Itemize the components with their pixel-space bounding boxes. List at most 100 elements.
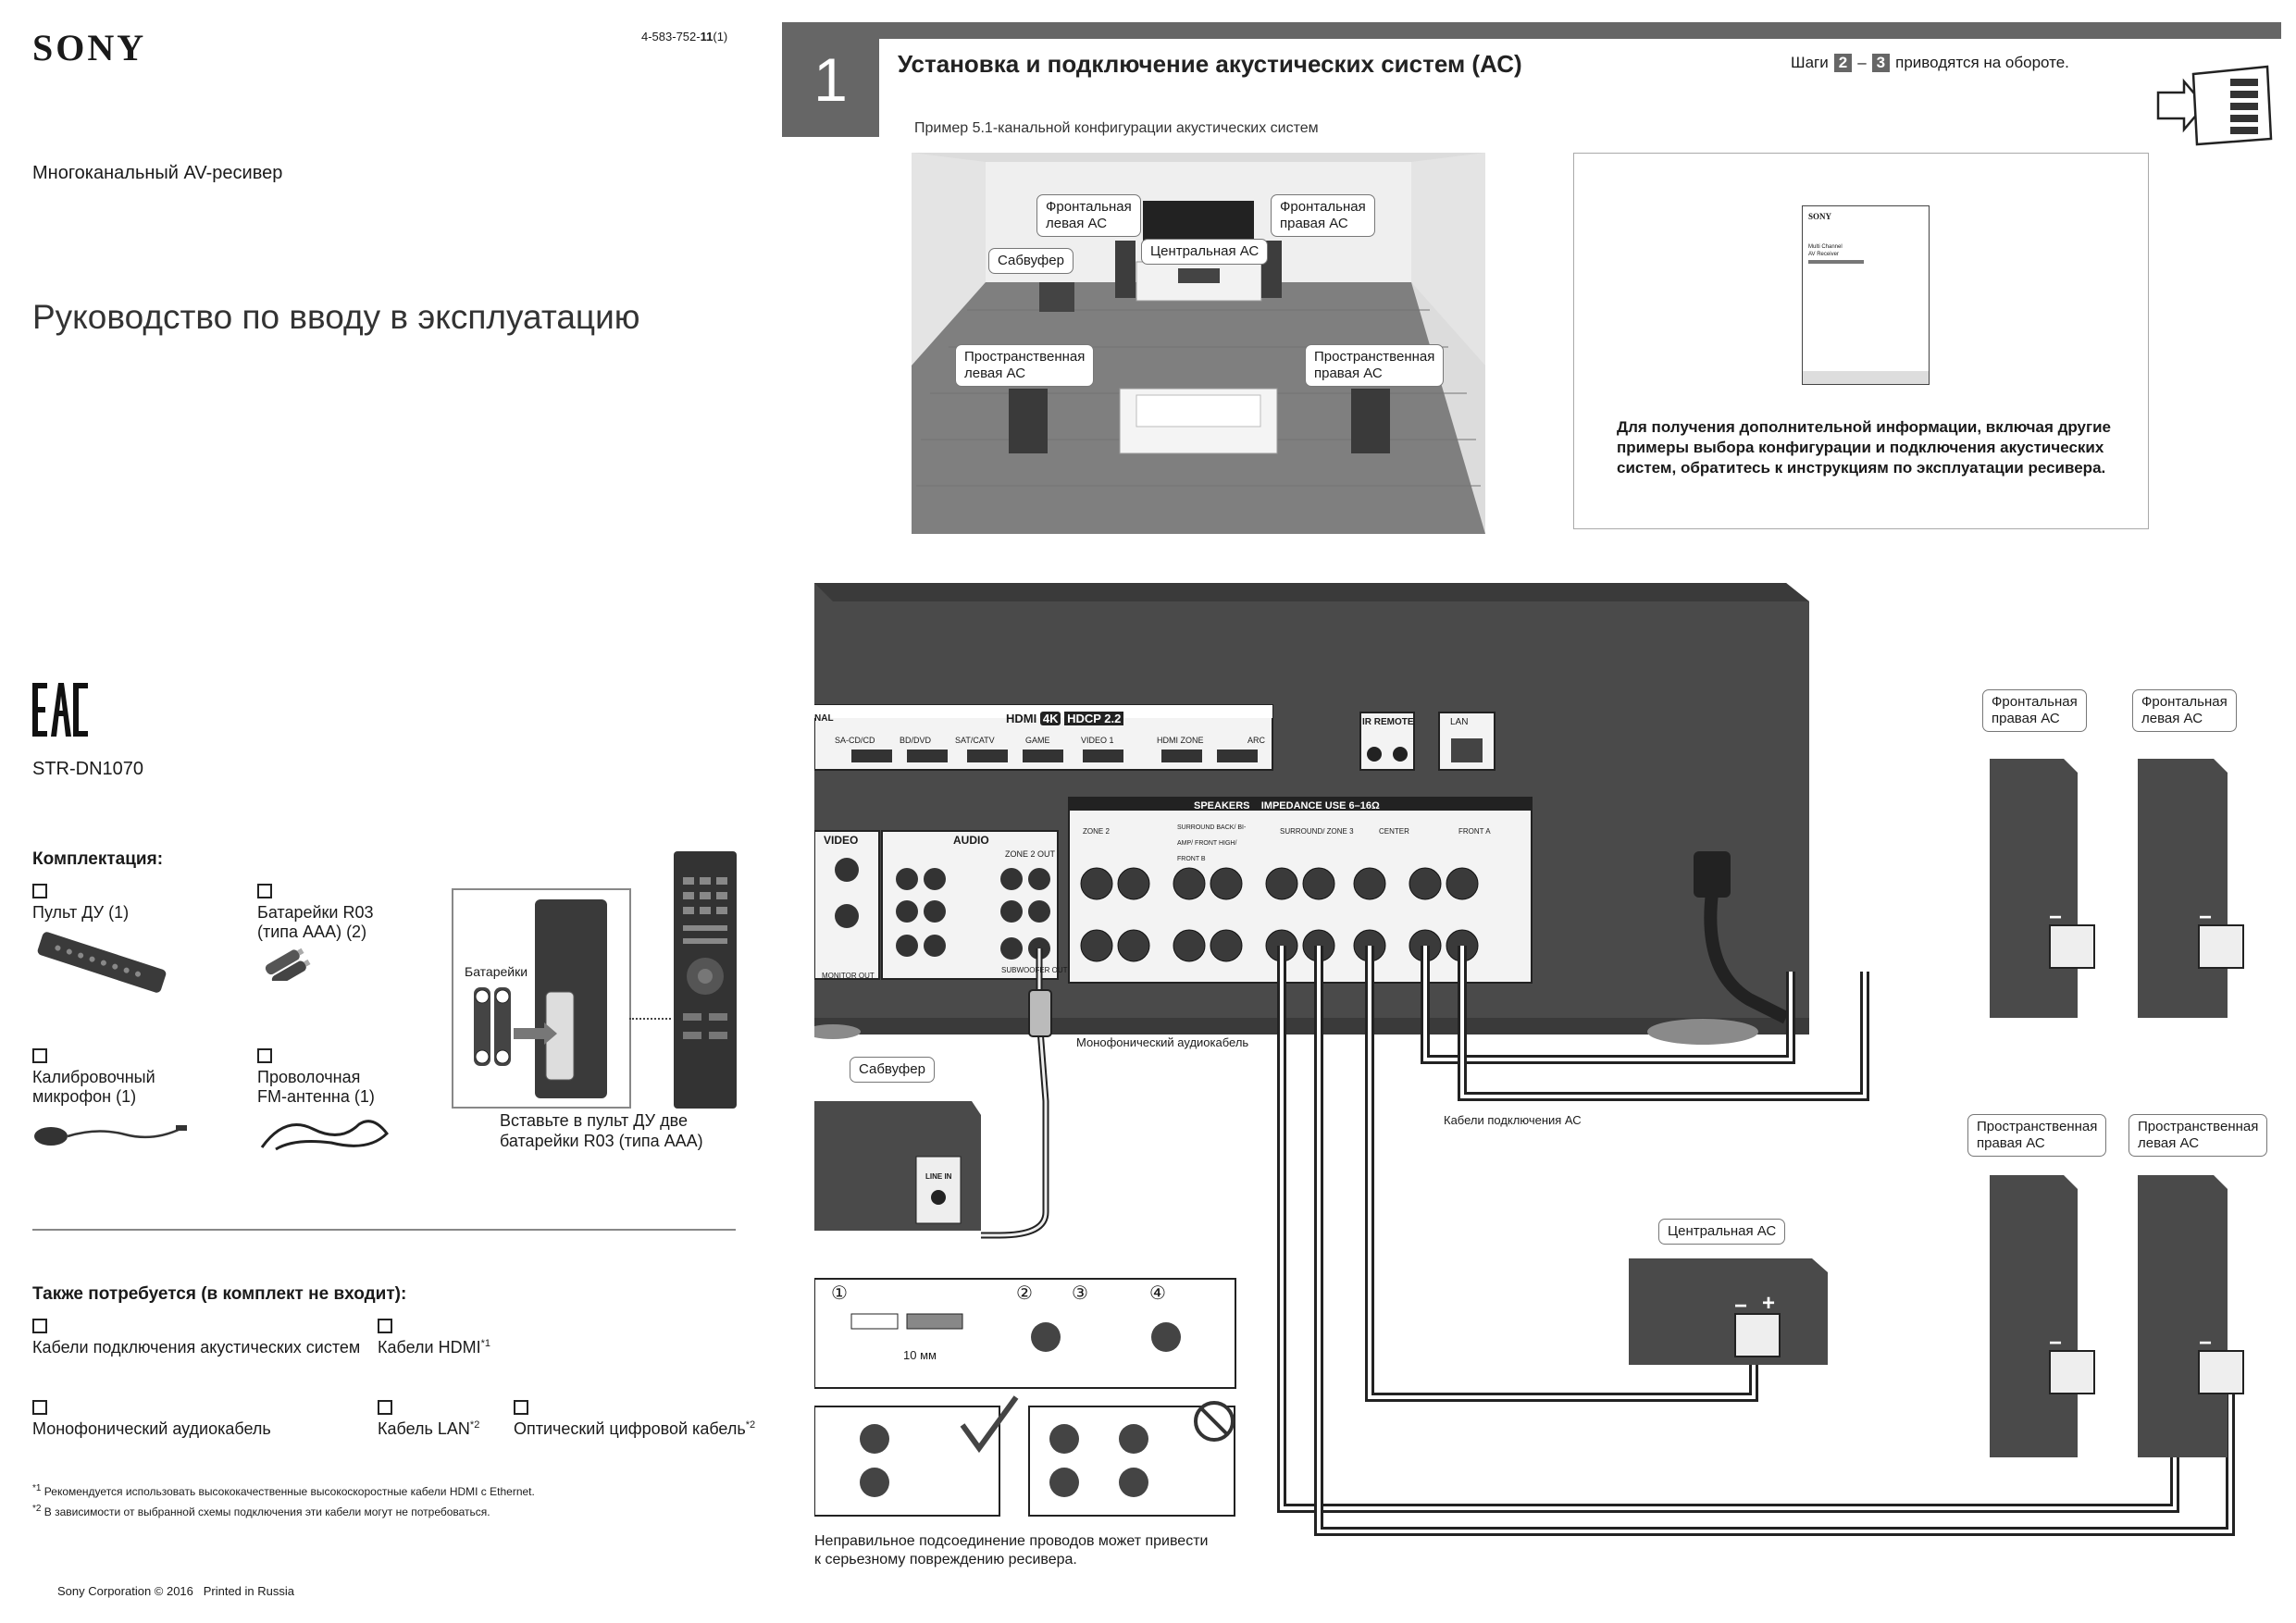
minus-icon: − [2199,1331,2213,1356]
item-label: Батарейки R03 [257,903,374,922]
hdmi-port-1: SA-CD/CD [835,736,875,745]
room-label-subwoofer: Сабвуфер [988,248,1074,274]
guide-title: Руководство по вводу в эксплуатацию [32,298,640,336]
remote-control-front-icon [674,851,737,1109]
footnote-2: *2 В зависимости от выбранной схемы подк… [32,1504,490,1518]
checkbox[interactable] [32,1048,47,1063]
hdmi-port-4: GAME [1025,736,1050,745]
example-caption: Пример 5.1-канальной конфигурации акусти… [914,120,1319,136]
minus-icon: − [2049,1331,2063,1356]
footnote-mark: *1 [480,1338,490,1349]
plus-icon: + [1762,1291,1776,1316]
item-label: FM-антенна (1) [257,1087,375,1106]
contents-item-remote: Пульт ДУ (1) [32,884,129,923]
footnote-mark: *2 [469,1419,480,1431]
battery-insertion-box: Батарейки [452,888,631,1109]
fm-antenna-icon [260,1120,389,1151]
dotted-connector [629,1018,671,1020]
checkbox[interactable] [378,1319,392,1333]
item-label: Калибровочный [32,1068,155,1086]
hdmi-header: HDMI 4K HDCP 2.2 [1006,711,1124,726]
checkbox[interactable] [378,1400,392,1415]
plus-icon: + [2077,1328,2091,1353]
monitor-out-label: MONITOR OUT [822,972,875,980]
room-label-center: Центральная АС [1141,239,1269,265]
lan-label: LAN [1450,717,1469,727]
speaker-cables-label: Кабели подключения АС [1444,1113,1582,1127]
audio-label: AUDIO [953,834,989,847]
step-number: 1 [782,22,879,137]
step-header-bar [782,22,2281,39]
hdmi-port-3: SAT/CATV [955,736,995,745]
eac-mark-icon [32,683,88,737]
contents-heading: Комплектация: [32,849,164,869]
wiring-label-center: Центральная АС [1658,1219,1786,1245]
step-number-2: ② [1016,1283,1033,1304]
item-label: (типа AAA) (2) [257,923,367,941]
footnote-mark: *2 [745,1419,756,1431]
checkbox[interactable] [32,1400,47,1415]
item-label: Проволочная [257,1068,361,1086]
checkbox[interactable] [257,1048,272,1063]
plus-icon: + [2227,902,2240,927]
checkbox[interactable] [514,1400,528,1415]
hdmi-port-6: HDMI ZONE [1157,736,1204,745]
hdmi-port-5: VIDEO 1 [1081,736,1114,745]
item-label: Кабели HDMI [378,1338,481,1357]
remote-control-icon [37,932,167,993]
checkbox[interactable] [32,1319,47,1333]
plus-icon: + [2227,1328,2240,1353]
calibration-microphone-icon [34,1125,187,1146]
speaker-group-surround: SURROUND/ ZONE 3 [1280,827,1354,836]
needed-item-mono-cable: Монофонический аудиокабель [32,1400,271,1439]
step-number-4: ④ [1149,1283,1166,1304]
plus-icon: + [2077,902,2091,927]
item-label: Кабель LAN [378,1419,470,1438]
item-label: Монофонический аудиокабель [32,1419,271,1438]
ir-remote-label: IR REMOTE [1362,717,1414,727]
wiring-warning: Неправильное подсоединение проводов може… [814,1533,1209,1567]
hdmi-port-2: BD/DVD [900,736,932,745]
document-code: 4-583-752-11(1) [641,30,728,43]
turn-page-icon [2156,65,2273,146]
product-type: Многоканальный AV-ресивер [32,163,283,183]
minus-icon: − [1734,1294,1748,1319]
checkbox[interactable] [257,884,272,898]
batteries-icon [265,948,311,981]
contents-item-fm-antenna: Проволочная FM-антенна (1) [257,1048,375,1107]
item-label: Пульт ДУ (1) [32,903,130,922]
strip-length-label: 10 мм [903,1348,937,1362]
mono-cable-label: Монофонический аудиокабель [1076,1035,1249,1049]
item-label: микрофон (1) [32,1087,137,1106]
needed-item-lan: Кабель LAN*2 [378,1400,479,1439]
receiver-wiring-diagram [814,583,2244,1536]
needed-item-hdmi: Кабели HDMI*1 [378,1319,490,1357]
speaker-group-zone2: ZONE 2 [1083,827,1110,836]
copyright: Sony Corporation © 2016 Printed in Russi… [57,1584,294,1598]
item-label: Оптический цифровой кабель [514,1419,746,1438]
checkbox[interactable] [32,884,47,898]
model-number: STR-DN1070 [32,759,144,779]
speaker-group-front-a: FRONT A [1458,827,1491,836]
speaker-group-surround-back: SURROUND BACK/ BI-AMP/ FRONT HIGH/ FRONT… [1177,824,1247,862]
section-divider [32,1229,736,1231]
optical-label-partial: NAL [814,713,834,724]
hdmi-port-7: ARC [1247,736,1266,745]
manual-info-text: Для получения дополнительной информации,… [1617,418,2111,477]
speaker-group-center: CENTER [1379,827,1409,836]
item-label: Кабели подключения акустических систем [32,1338,361,1357]
contents-item-batteries: Батарейки R03 (типа AAA) (2) [257,884,374,942]
step-number-1: ① [831,1283,848,1304]
footnote-1: *1 Рекомендуется использовать высококаче… [32,1483,535,1498]
needed-item-speaker-cables: Кабели подключения акустических систем [32,1319,360,1357]
minus-icon: − [2049,905,2063,930]
steps-note: Шаги 2 – 3 приводятся на обороте. [1791,54,2069,72]
